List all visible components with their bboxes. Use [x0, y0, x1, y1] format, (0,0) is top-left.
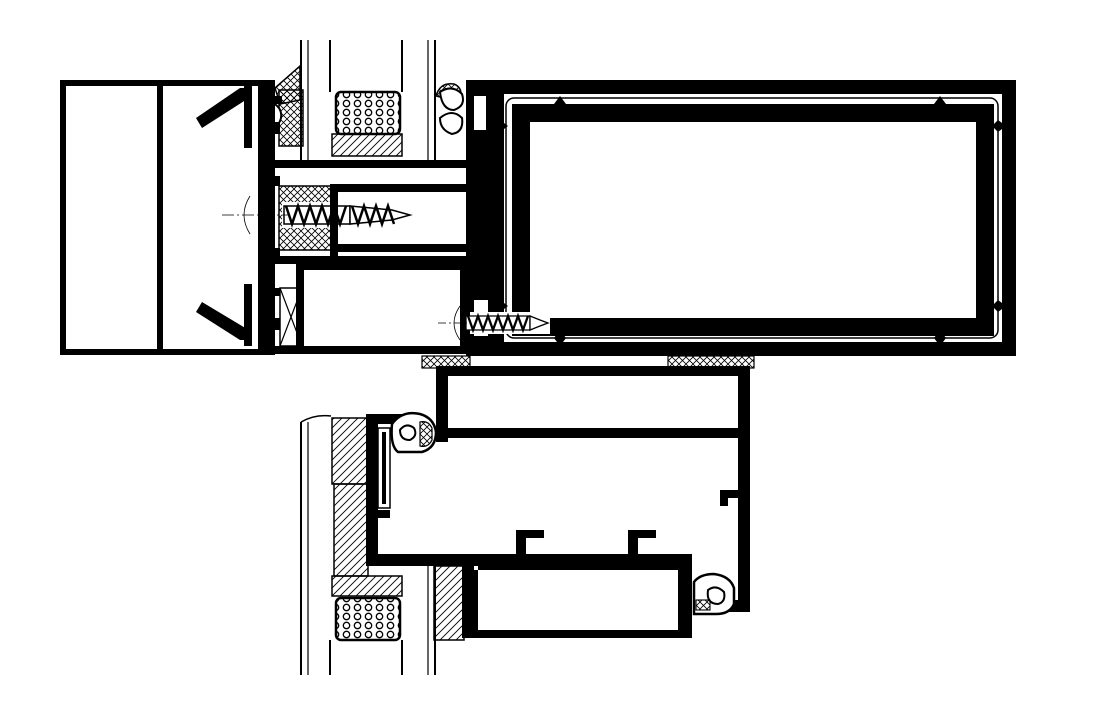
vent-spring-clip	[377, 427, 391, 509]
vent-gasket-top	[390, 411, 438, 454]
vent-gasket-bottom	[692, 572, 736, 616]
upper-glazing-unit	[259, 40, 464, 160]
mullion-profile	[264, 160, 480, 354]
exterior-cover-cap	[60, 80, 282, 355]
lower-glazing-unit	[300, 414, 465, 675]
sill-isolators	[421, 355, 755, 369]
lower-sealant-band	[331, 575, 403, 597]
frame-anchor-screw	[438, 305, 550, 341]
vent-outer-frame	[436, 366, 750, 612]
lower-setting-block	[333, 483, 369, 577]
vent-sash-profile	[366, 414, 692, 638]
frame-tube-inner	[494, 96, 1006, 346]
upper-gasket-right	[435, 83, 464, 136]
lower-glazing-wedge	[433, 565, 465, 641]
upper-sealant	[331, 133, 403, 157]
lower-spacer-bar	[334, 596, 402, 642]
upper-spacer-bar	[334, 90, 402, 136]
lower-sealant-upper	[331, 417, 369, 485]
pressure-plate-screw	[222, 195, 413, 235]
